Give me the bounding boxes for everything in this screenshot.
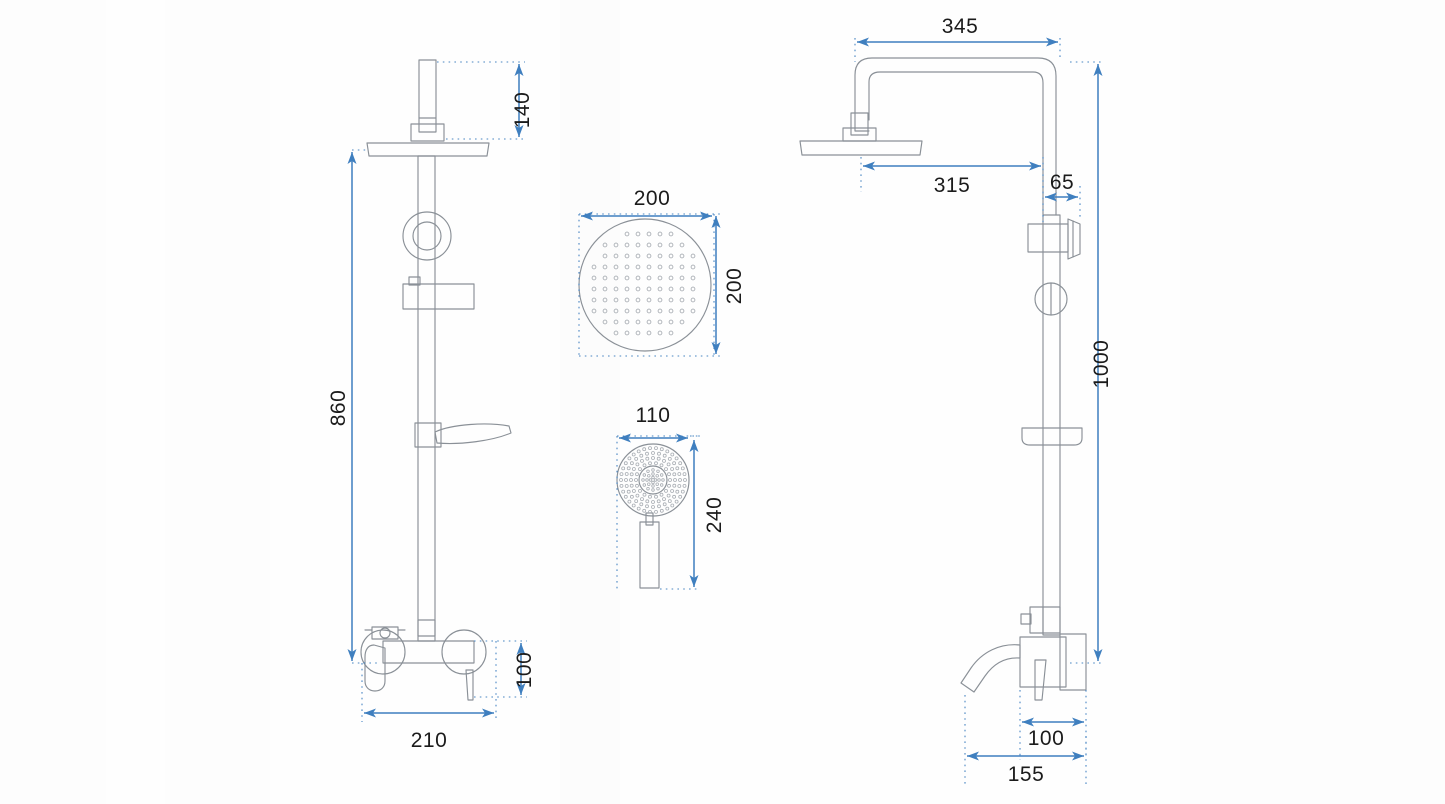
dimension-label-155: 155: [1008, 763, 1045, 786]
left-inlet-block: [371, 626, 399, 640]
background-band-1: [0, 0, 106, 804]
rain-head-geometry: [578, 218, 712, 352]
dimension-label-345: 345: [942, 15, 979, 38]
left-mixer-right-cap: [441, 629, 487, 675]
right-arm-outer: [854, 57, 1057, 216]
right-mixer-body: [1019, 636, 1067, 688]
left-lever-handle: [465, 669, 474, 701]
dimension-label-240: 240: [703, 497, 726, 534]
dimension-label-315: 315: [934, 174, 971, 197]
hand-shower-handle: [639, 521, 660, 589]
right-arm-stem: [850, 112, 869, 136]
hand-shower-nozzles: [619, 446, 687, 514]
right-mixer-spout: [960, 644, 1021, 693]
left-shelf-tab: [408, 276, 421, 286]
dimension-label-200-width: 200: [634, 187, 671, 210]
rain-head-nozzles: [591, 231, 696, 336]
right-soap-shelf: [1021, 427, 1083, 446]
dimension-label-860: 860: [327, 390, 350, 427]
dimension-label-140: 140: [511, 92, 534, 129]
background-band-3: [560, 0, 620, 804]
rain-head-circle: [578, 218, 712, 352]
dimension-label-1000: 1000: [1090, 340, 1113, 389]
background-band-4: [1180, 0, 1445, 804]
dimension-label-210: 210: [411, 729, 448, 752]
hand-shower-neck: [645, 512, 654, 526]
left-inlet-nut: [379, 627, 391, 639]
right-elevation-geometry: [799, 57, 1087, 701]
left-holder-handle: [434, 423, 512, 445]
dimension-labels: 140 860 210 100 200 200 110 240 345 315 …: [327, 15, 1113, 786]
dimension-label-100-left: 100: [513, 652, 536, 689]
left-ring-slider-inner: [412, 221, 442, 251]
dimension-label-100-right: 100: [1028, 727, 1065, 750]
left-mixer-spout: [364, 644, 386, 692]
dimension-label-110: 110: [636, 404, 671, 427]
left-soap-shelf: [402, 283, 475, 310]
left-holder-bracket: [414, 422, 442, 448]
left-riser-join: [417, 619, 436, 642]
left-ring-slider-outer: [402, 211, 452, 261]
left-mixer-body: [382, 640, 475, 664]
right-arm-inner: [868, 71, 1044, 216]
left-rain-head-plate: [366, 142, 490, 157]
right-wall-bracket-arm: [1027, 223, 1069, 253]
right-riser-rail: [1042, 214, 1061, 636]
left-riser-rail: [417, 155, 436, 637]
right-rain-head-plate: [799, 140, 923, 156]
right-inlet-block: [1029, 606, 1061, 634]
extension-lines: [352, 38, 1102, 785]
dimension-label-65: 65: [1050, 171, 1074, 194]
right-wall-bracket-plate: [1067, 218, 1081, 260]
left-arm-stem: [418, 59, 437, 133]
dimension-label-200-height: 200: [723, 268, 746, 305]
left-mixer-left-cap: [360, 629, 406, 675]
right-inlet-nut: [1020, 613, 1032, 625]
hand-shower-geometry: [616, 443, 690, 589]
left-elevation-geometry: [360, 59, 512, 701]
right-lever-handle: [1034, 659, 1047, 701]
background-band-2: [165, 0, 270, 804]
left-arm-collar: [410, 123, 445, 142]
hand-shower-centre: [638, 465, 668, 495]
right-mixer-cap: [1059, 633, 1087, 691]
